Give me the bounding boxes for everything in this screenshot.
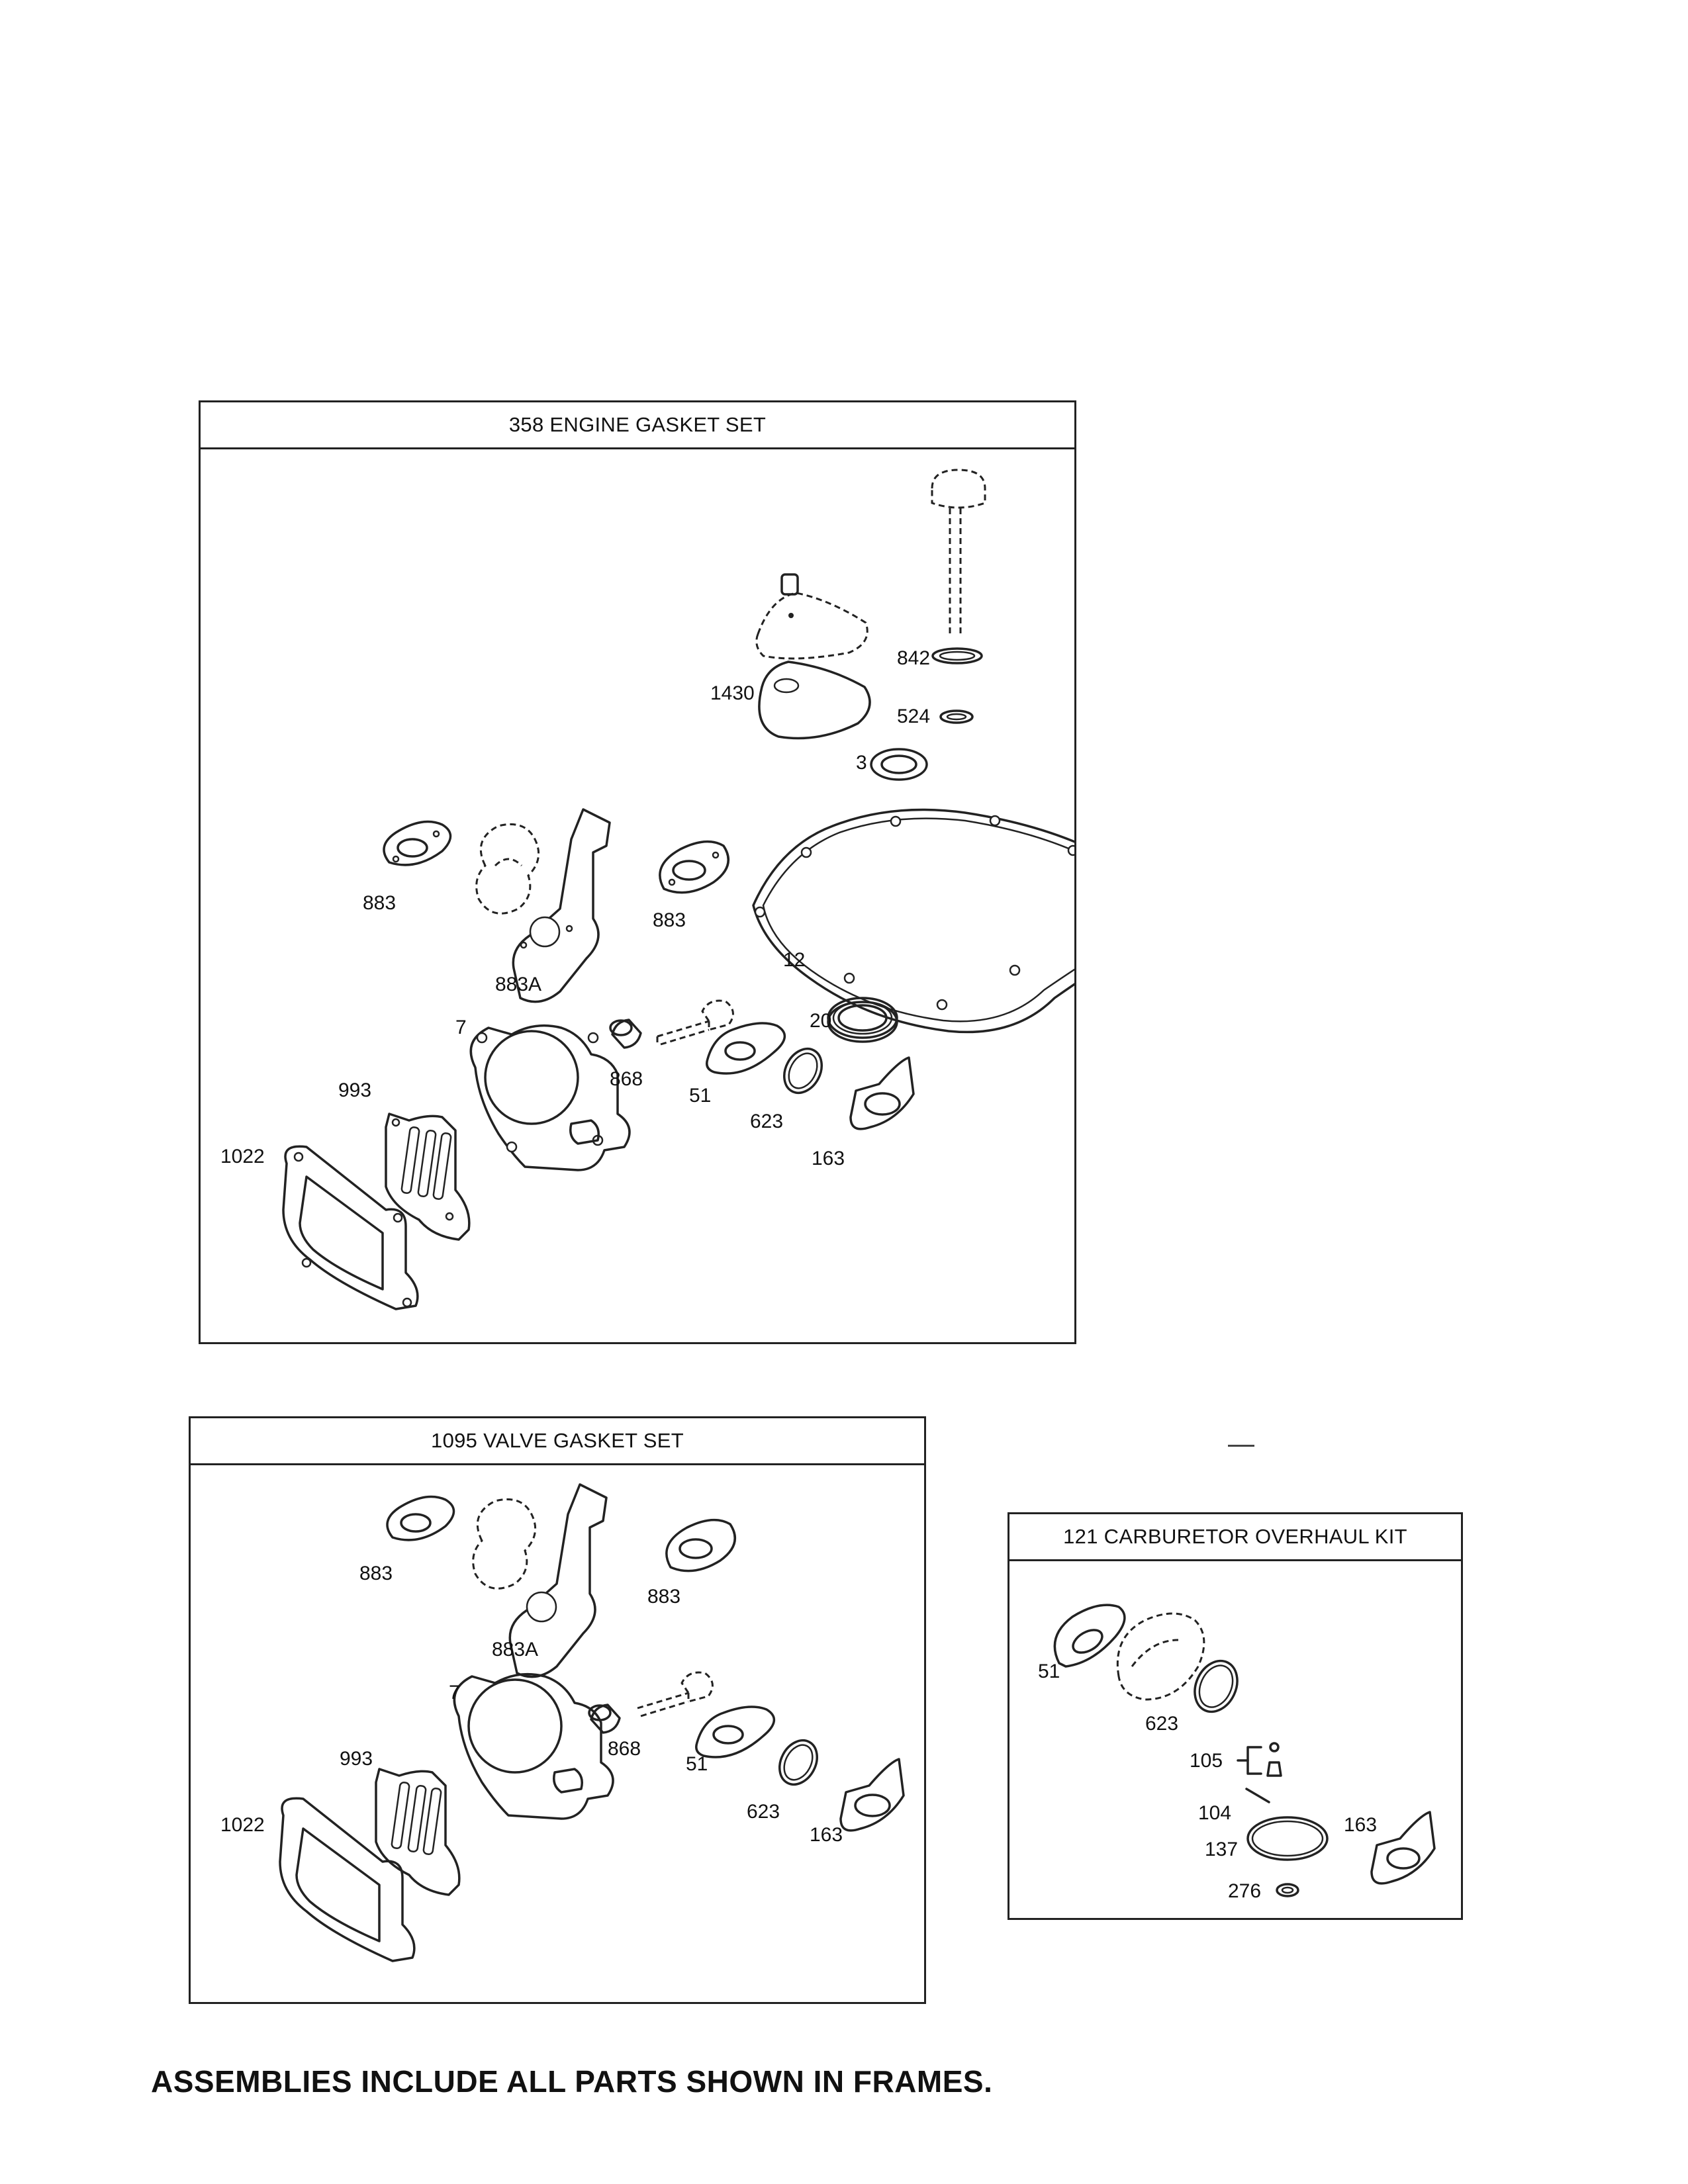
- label-163: 163: [810, 1824, 843, 1846]
- part-623-oring: [778, 1739, 818, 1786]
- label-163: 163: [812, 1148, 845, 1169]
- label-51: 51: [689, 1085, 712, 1107]
- part-623-oring: [783, 1048, 823, 1094]
- label-1022: 1022: [220, 1146, 265, 1167]
- part-1022-gasket: [282, 1145, 419, 1310]
- part-7-head-gasket: [469, 1024, 631, 1171]
- part-993-intake-gasket: [375, 1768, 461, 1896]
- label-1430: 1430: [710, 682, 755, 704]
- part-883A-heat-shield: [512, 808, 611, 1003]
- part-1022-gasket: [279, 1797, 416, 1962]
- part-51-gasket: [1053, 1604, 1126, 1668]
- part-104-pin: [1245, 1788, 1270, 1803]
- label-51: 51: [1038, 1661, 1060, 1682]
- label-623: 623: [750, 1111, 784, 1132]
- label-524: 524: [897, 705, 931, 727]
- label-276: 276: [1228, 1880, 1262, 1902]
- stray-mark: [1228, 1445, 1254, 1447]
- label-105: 105: [1190, 1750, 1223, 1772]
- valve-outline: [637, 1671, 714, 1717]
- label-623: 623: [1145, 1713, 1179, 1735]
- part-20-oil-seal: [827, 997, 898, 1043]
- carburetor-outline: [1116, 1612, 1205, 1701]
- carburetor-kit-frame: 121 CARBURETOR OVERHAUL KIT: [1008, 1512, 1463, 1920]
- part-105-needle-seat: [1237, 1742, 1282, 1777]
- part-993-intake-gasket: [385, 1113, 471, 1241]
- part-12-crankcase-gasket: [752, 808, 1074, 1034]
- label-51: 51: [686, 1753, 708, 1775]
- breather-cover-outline: [755, 573, 868, 660]
- label-12: 12: [783, 949, 806, 971]
- valve-gasket-set-title: 1095 VALVE GASKET SET: [191, 1418, 924, 1465]
- label-7: 7: [455, 1017, 467, 1038]
- label-883-left: 883: [363, 892, 397, 914]
- dipstick-outline: [931, 469, 986, 635]
- part-163-gasket: [849, 1056, 915, 1130]
- label-868: 868: [608, 1738, 641, 1760]
- label-883-left: 883: [359, 1563, 393, 1584]
- part-51-gasket: [706, 1022, 786, 1075]
- label-883-right: 883: [653, 909, 686, 931]
- carburetor-outline: [472, 1498, 537, 1590]
- part-883A-heat-shield: [508, 1483, 608, 1678]
- label-842: 842: [897, 647, 931, 669]
- carburetor-kit-drawing: [1053, 1604, 1436, 1897]
- label-883A: 883A: [495, 974, 542, 995]
- part-163-gasket: [1370, 1811, 1436, 1885]
- carburetor-kit-title: 121 CARBURETOR OVERHAUL KIT: [1009, 1514, 1461, 1561]
- part-883-gasket-left: [386, 1495, 455, 1541]
- label-20: 20: [810, 1010, 832, 1032]
- part-7-head-gasket: [453, 1672, 614, 1820]
- label-104: 104: [1198, 1802, 1232, 1824]
- valve-gasket-set-frame: 1095 VALVE GASKET SET: [189, 1416, 926, 2004]
- label-883-right: 883: [647, 1586, 681, 1608]
- part-163-gasket: [839, 1758, 905, 1832]
- carburetor-outline: [475, 823, 540, 915]
- assemblies-note: ASSEMBLIES INCLUDE ALL PARTS SHOWN IN FR…: [151, 2064, 993, 2099]
- valve-outline: [656, 999, 734, 1046]
- part-137-gasket-ring: [1246, 1816, 1329, 1861]
- part-276-washer: [1276, 1883, 1299, 1897]
- label-623: 623: [747, 1801, 780, 1823]
- engine-gasket-set-title: 358 ENGINE GASKET SET: [201, 402, 1074, 449]
- part-524-oring: [939, 709, 974, 724]
- part-868-valve-seal: [588, 1704, 621, 1734]
- label-993: 993: [340, 1748, 373, 1770]
- part-883-gasket-right: [665, 1518, 736, 1572]
- label-883A: 883A: [492, 1639, 539, 1661]
- label-163: 163: [1344, 1814, 1378, 1836]
- part-883-gasket-left: [383, 820, 452, 866]
- label-3: 3: [856, 752, 867, 774]
- label-993: 993: [338, 1079, 372, 1101]
- part-868-valve-seal: [609, 1019, 642, 1049]
- label-868: 868: [610, 1068, 643, 1090]
- engine-gasket-set-drawing: [282, 469, 1074, 1310]
- part-842-oring: [931, 647, 983, 664]
- part-1430-gasket: [758, 660, 871, 740]
- engine-gasket-set-frame: 358 ENGINE GASKET SET: [199, 400, 1076, 1344]
- label-137: 137: [1205, 1839, 1239, 1860]
- part-3-seal: [870, 748, 928, 781]
- part-51-gasket: [695, 1706, 775, 1758]
- part-623-oring: [1194, 1659, 1239, 1713]
- label-7: 7: [449, 1682, 460, 1704]
- label-1022: 1022: [220, 1814, 265, 1836]
- valve-gasket-set-drawing: [279, 1483, 905, 1962]
- part-883-gasket-right: [659, 840, 729, 894]
